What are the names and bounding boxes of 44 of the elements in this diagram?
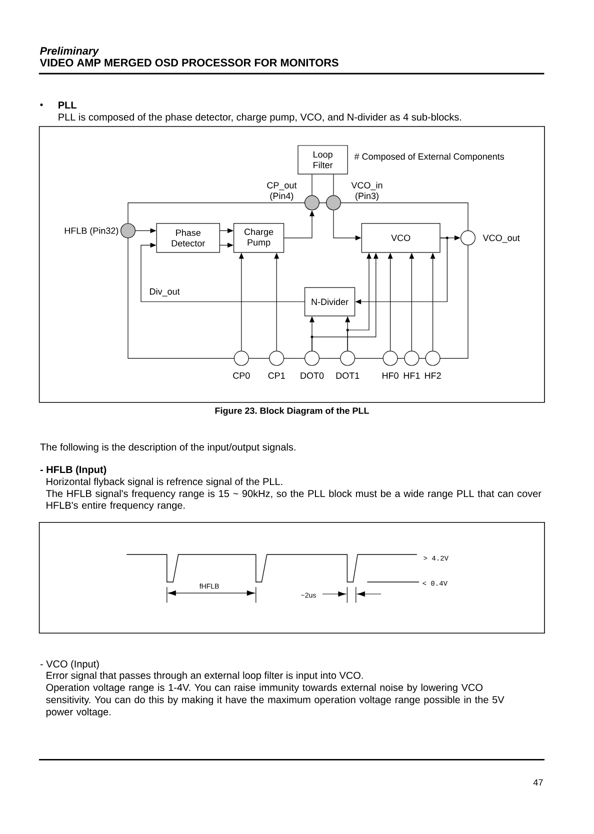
paragraph: The HFLB signal's frequency range is 15 ~ 90kHz, so the PLL block must be a wide range PLL that can cover HFLB's entire frequency range.: [46, 490, 542, 511]
edge-label: Div_out: [150, 288, 180, 296]
block-box: Phase Detector: [156, 223, 220, 253]
pin-label: HF0: [382, 372, 398, 379]
paragraph: Error signal that passes through an external loop filter is input into VCO.: [46, 672, 363, 681]
pin-circle: [269, 350, 284, 366]
pin-label: VCO_out: [482, 234, 520, 243]
subheading: - HFLB (Input): [40, 466, 106, 476]
running-header: VIDEO AMP MERGED OSD PROCESSOR FOR MONITORS: [40, 58, 338, 66]
paragraph: Horizontal flyback signal is refrence signal of the PLL.: [46, 478, 282, 488]
pin-circle: [234, 350, 249, 366]
pin-label: CP_out (Pin4): [267, 182, 297, 201]
pin-circle: [382, 350, 398, 366]
figure-caption: Figure 23. Block Diagram of the PLL: [215, 407, 369, 416]
block-box: Charge Pump: [234, 223, 284, 253]
arrow: [140, 242, 305, 302]
pin-label: DOT1: [336, 372, 360, 379]
pin-label: HF2: [425, 372, 441, 379]
pin-label: CP0: [233, 372, 250, 379]
paragraph: Operation voltage range is 1-4V. You can raise immunity towards external noise by lowering VCO sensitivity. You can do this by making it have the maximum operation voltage range possible in the 5V power voltage.: [46, 684, 504, 718]
pin-label: CP1: [268, 372, 285, 379]
pin-circle: [304, 195, 320, 210]
pin-label: HFLB (Pin32): [64, 227, 118, 236]
paragraph: PLL is composed of the phase detector, charge pump, VCO, and N-divider as 4 sub-blocks.: [58, 113, 462, 123]
running-header: Preliminary: [40, 46, 100, 57]
section-heading: PLL: [58, 102, 76, 108]
pin-circle: [425, 350, 440, 366]
page-number: 47: [533, 779, 543, 786]
pin-circle: [326, 195, 341, 210]
pin-circle: [460, 230, 476, 246]
filter-box: Loop Filter: [298, 145, 348, 174]
pin-label: HF1: [404, 372, 420, 379]
pin-circle: [120, 223, 136, 238]
pin-circle: [304, 350, 320, 366]
pin-label: VCO_in (Pin3): [351, 182, 382, 201]
block-box: VCO: [361, 223, 440, 253]
pin-label: DOT0: [300, 372, 324, 379]
pin-circle: [404, 350, 420, 366]
block-box: N-Divider: [304, 287, 356, 316]
pin-circle: [340, 350, 356, 366]
note-text: # Composed of External Components: [354, 153, 504, 162]
paragraph: The following is the description of the input/output signals.: [40, 443, 296, 453]
subheading: - VCO (Input): [40, 660, 99, 670]
line: [333, 174, 334, 196]
